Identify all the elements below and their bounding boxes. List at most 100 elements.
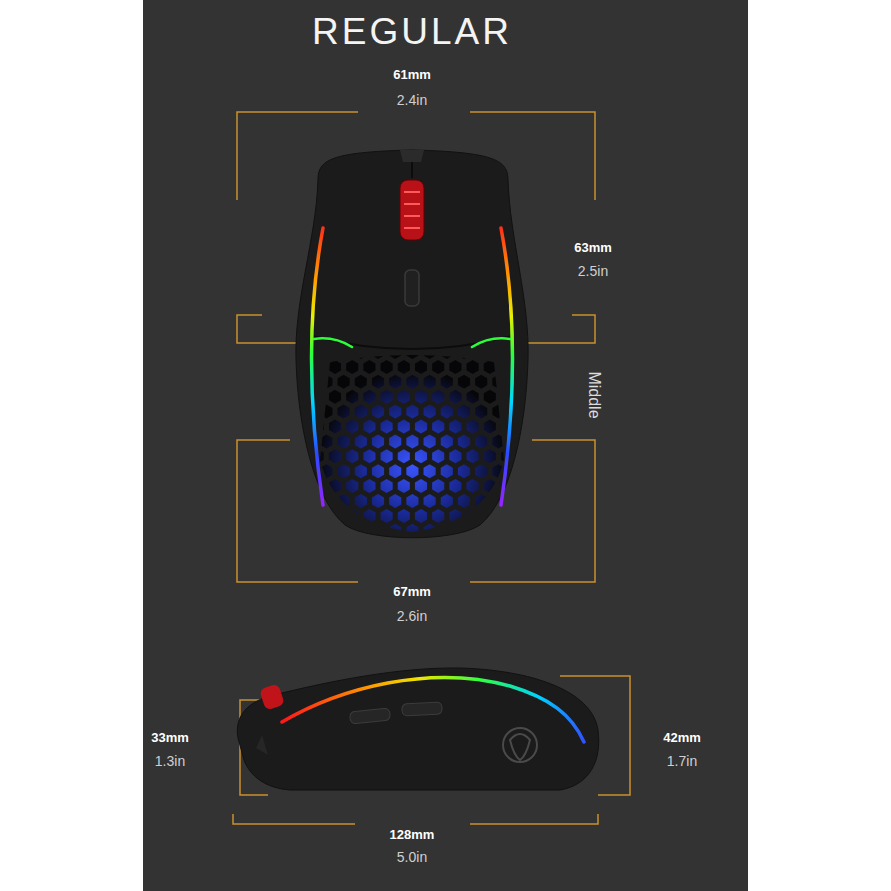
honeycomb-hole (295, 420, 307, 434)
honeycomb-hole (458, 494, 470, 508)
honeycomb-hole (492, 524, 504, 538)
honeycomb-hole (510, 375, 522, 389)
honeycomb-hole (355, 375, 367, 389)
dark-panel (143, 0, 748, 891)
honeycomb-hole (346, 479, 358, 493)
honeycomb-hole (424, 524, 436, 538)
honeycomb-hole (458, 345, 470, 359)
honeycomb-hole (527, 434, 539, 448)
honeycomb-hole (389, 375, 401, 389)
honeycomb-hole (475, 375, 487, 389)
honeycomb-hole (406, 375, 418, 389)
honeycomb-hole (467, 479, 479, 493)
dimension-label: 128mm (390, 828, 435, 842)
honeycomb-hole (424, 494, 436, 508)
honeycomb-hole (535, 360, 547, 374)
honeycomb-hole (501, 360, 513, 374)
mouse-side-view (237, 668, 598, 790)
honeycomb-hole (320, 494, 332, 508)
honeycomb-hole (398, 360, 410, 374)
honeycomb-hole (441, 494, 453, 508)
honeycomb-hole (406, 494, 418, 508)
honeycomb-hole (475, 464, 487, 478)
honeycomb-hole (303, 464, 315, 478)
honeycomb-hole (441, 464, 453, 478)
honeycomb-hole (432, 360, 444, 374)
scroll-wheel (259, 683, 285, 710)
honeycomb-hole (389, 524, 401, 538)
honeycomb-hole (424, 345, 436, 359)
honeycomb-hole (346, 449, 358, 463)
honeycomb-hole (484, 360, 496, 374)
honeycomb-hole (527, 405, 539, 419)
honeycomb-hole (389, 405, 401, 419)
button-seam (312, 336, 512, 349)
honeycomb-hole (475, 345, 487, 359)
honeycomb-hole (398, 449, 410, 463)
honeycomb-hole (398, 509, 410, 523)
honeycomb-hole (527, 464, 539, 478)
honeycomb-hole (320, 434, 332, 448)
honeycomb-hole (329, 420, 341, 434)
honeycomb-hole (338, 405, 350, 419)
honeycomb-hole (432, 539, 444, 553)
honeycomb-hole (406, 345, 418, 359)
honeycomb-hole (286, 464, 298, 478)
honeycomb-hole (535, 539, 547, 553)
honeycomb-hole (458, 405, 470, 419)
honeycomb-hole (372, 405, 384, 419)
honeycomb-hole (510, 464, 522, 478)
honeycomb-hole (381, 539, 393, 553)
honeycomb-hole (535, 449, 547, 463)
section-label: Middle (585, 371, 603, 418)
honeycomb-hole (518, 539, 530, 553)
honeycomb-hole (492, 345, 504, 359)
honeycomb-hole (544, 375, 556, 389)
honeycomb-hole (355, 494, 367, 508)
honeycomb-hole (355, 345, 367, 359)
honeycomb-hole (492, 434, 504, 448)
honeycomb-hole (320, 524, 332, 538)
honeycomb-hole (329, 360, 341, 374)
honeycomb-hole (553, 509, 565, 523)
honeycomb-hole (329, 509, 341, 523)
honeycomb-hole (415, 479, 427, 493)
honeycomb-hole (398, 479, 410, 493)
honeycomb-hole (286, 494, 298, 508)
honeycomb-hole (363, 390, 375, 404)
honeycomb-hole (484, 449, 496, 463)
honeycomb-hole (295, 449, 307, 463)
honeycomb-hole (398, 390, 410, 404)
honeycomb-hole (518, 390, 530, 404)
honeycomb-hole (338, 345, 350, 359)
honeycomb-hole (449, 449, 461, 463)
logo (503, 728, 537, 762)
honeycomb-hole (406, 524, 418, 538)
honeycomb-hole (320, 464, 332, 478)
rgb-accent (314, 338, 352, 347)
honeycomb-hole (312, 509, 324, 523)
honeycomb-hole (312, 420, 324, 434)
honeycomb-hole (295, 390, 307, 404)
honeycomb-hole (363, 479, 375, 493)
honeycomb-hole (381, 390, 393, 404)
honeycomb-hole (449, 479, 461, 493)
honeycomb-hole (553, 390, 565, 404)
dimension-label: 1.3in (155, 754, 185, 769)
honeycomb-hole (449, 509, 461, 523)
honeycomb-hole (329, 390, 341, 404)
side-button (402, 702, 443, 716)
honeycomb-hole (303, 345, 315, 359)
honeycomb-hole (346, 539, 358, 553)
honeycomb-hole (458, 464, 470, 478)
honeycomb-hole (346, 360, 358, 374)
title-text: REGULAR (312, 12, 512, 53)
honeycomb-hole (475, 524, 487, 538)
honeycomb-hole (320, 405, 332, 419)
dimension-brackets (233, 112, 630, 824)
rgb-accent (472, 338, 510, 347)
honeycomb-hole (372, 494, 384, 508)
honeycomb-hole (415, 539, 427, 553)
honeycomb-hole (535, 479, 547, 493)
